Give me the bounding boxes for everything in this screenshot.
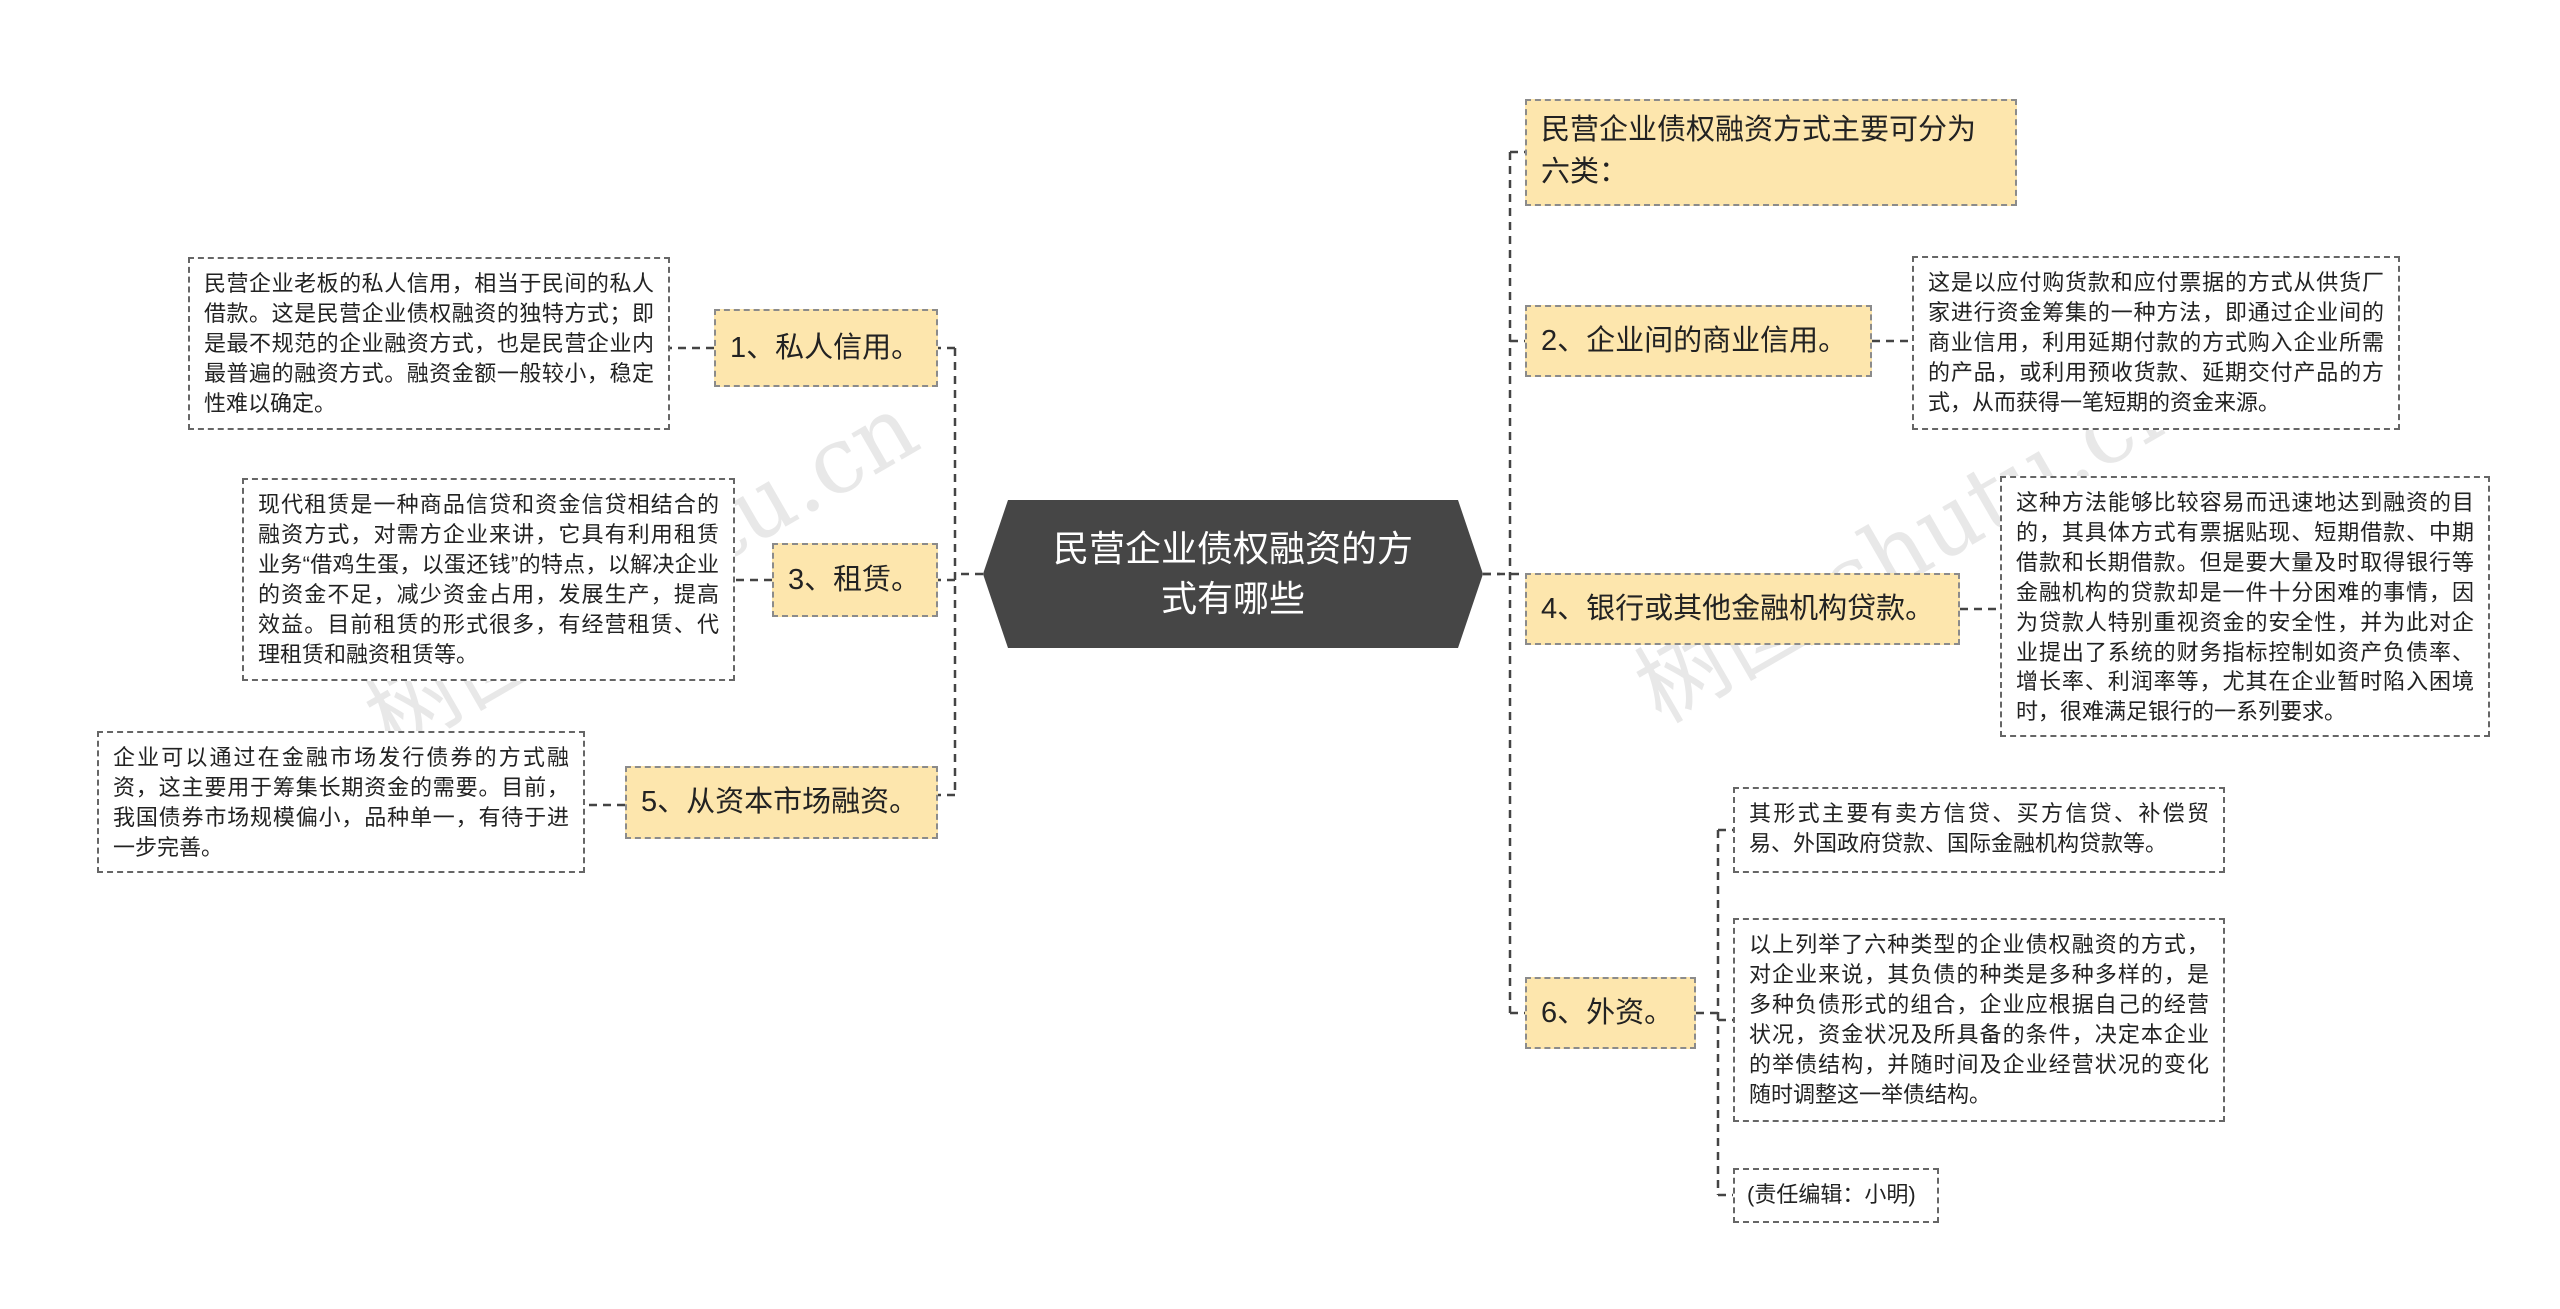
leaf-capital-market-text: 企业可以通过在金融市场发行债券的方式融资，这主要用于筹集长期资金的需要。目前，我… <box>113 745 569 860</box>
leaf-editor-note-text: (责任编辑：小明) <box>1747 1182 1916 1207</box>
leaf-foreign-capital-summary-text: 以上列举了六种类型的企业债权融资的方式，对企业来说，其负债的种类是多种多样的，是… <box>1749 932 2209 1107</box>
branch-leasing-label: 3、租赁。 <box>788 563 921 596</box>
branch-leasing[interactable]: 3、租赁。 <box>772 543 938 617</box>
branch-bank-loan-label: 4、银行或其他金融机构贷款。 <box>1541 592 1935 625</box>
branch-bank-loan[interactable]: 4、银行或其他金融机构贷款。 <box>1525 573 1960 645</box>
center-topic[interactable]: 民营企业债权融资的方式有哪些 <box>983 500 1483 648</box>
branch-capital-market-label: 5、从资本市场融资。 <box>641 786 919 819</box>
leaf-capital-market-detail[interactable]: 企业可以通过在金融市场发行债券的方式融资，这主要用于筹集长期资金的需要。目前，我… <box>97 731 585 873</box>
leaf-commercial-credit-text: 这是以应付购货款和应付票据的方式从供货厂家进行资金筹集的一种方法，即通过企业间的… <box>1928 270 2384 415</box>
leaf-editor-note[interactable]: (责任编辑：小明) <box>1733 1168 1939 1223</box>
leaf-bank-loan-text: 这种方法能够比较容易而迅速地达到融资的目的，其具体方式有票据贴现、短期借款、中期… <box>2016 490 2474 725</box>
branch-private-credit-label: 1、私人信用。 <box>730 331 921 364</box>
leaf-private-credit-detail[interactable]: 民营企业老板的私人信用，相当于民间的私人借款。这是民营企业债权融资的独特方式；即… <box>188 257 670 430</box>
branch-private-credit[interactable]: 1、私人信用。 <box>714 309 938 387</box>
leaf-private-credit-text: 民营企业老板的私人信用，相当于民间的私人借款。这是民营企业债权融资的独特方式；即… <box>204 271 654 416</box>
leaf-foreign-capital-forms-text: 其形式主要有卖方信贷、买方信贷、补偿贸易、外国政府贷款、国际金融机构贷款等。 <box>1749 801 2209 856</box>
branch-commercial-credit-label: 2、企业间的商业信用。 <box>1541 324 1848 357</box>
leaf-foreign-capital-forms[interactable]: 其形式主要有卖方信贷、买方信贷、补偿贸易、外国政府贷款、国际金融机构贷款等。 <box>1733 787 2225 873</box>
branch-commercial-credit[interactable]: 2、企业间的商业信用。 <box>1525 305 1872 377</box>
branch-intro-label: 民营企业债权融资方式主要可分为六类： <box>1541 114 1977 189</box>
branch-foreign-capital-label: 6、外资。 <box>1541 996 1674 1029</box>
leaf-leasing-text: 现代租赁是一种商品信贷和资金信贷相结合的融资方式，对需方企业来讲，它具有利用租赁… <box>258 492 719 667</box>
leaf-commercial-credit-detail[interactable]: 这是以应付购货款和应付票据的方式从供货厂家进行资金筹集的一种方法，即通过企业间的… <box>1912 256 2400 430</box>
leaf-leasing-detail[interactable]: 现代租赁是一种商品信贷和资金信贷相结合的融资方式，对需方企业来讲，它具有利用租赁… <box>242 478 735 681</box>
center-topic-title: 民营企业债权融资的方式有哪些 <box>1052 527 1413 619</box>
connector-right-trunk <box>1483 152 1512 1013</box>
branch-intro[interactable]: 民营企业债权融资方式主要可分为六类： <box>1525 99 2017 206</box>
branch-foreign-capital[interactable]: 6、外资。 <box>1525 977 1696 1049</box>
leaf-foreign-capital-summary[interactable]: 以上列举了六种类型的企业债权融资的方式，对企业来说，其负债的种类是多种多样的，是… <box>1733 918 2225 1122</box>
leaf-bank-loan-detail[interactable]: 这种方法能够比较容易而迅速地达到融资的目的，其具体方式有票据贴现、短期借款、中期… <box>2000 476 2490 737</box>
connector-left-trunk <box>953 348 983 795</box>
connector-b6-bracket <box>1696 830 1720 1195</box>
branch-capital-market[interactable]: 5、从资本市场融资。 <box>625 766 938 839</box>
